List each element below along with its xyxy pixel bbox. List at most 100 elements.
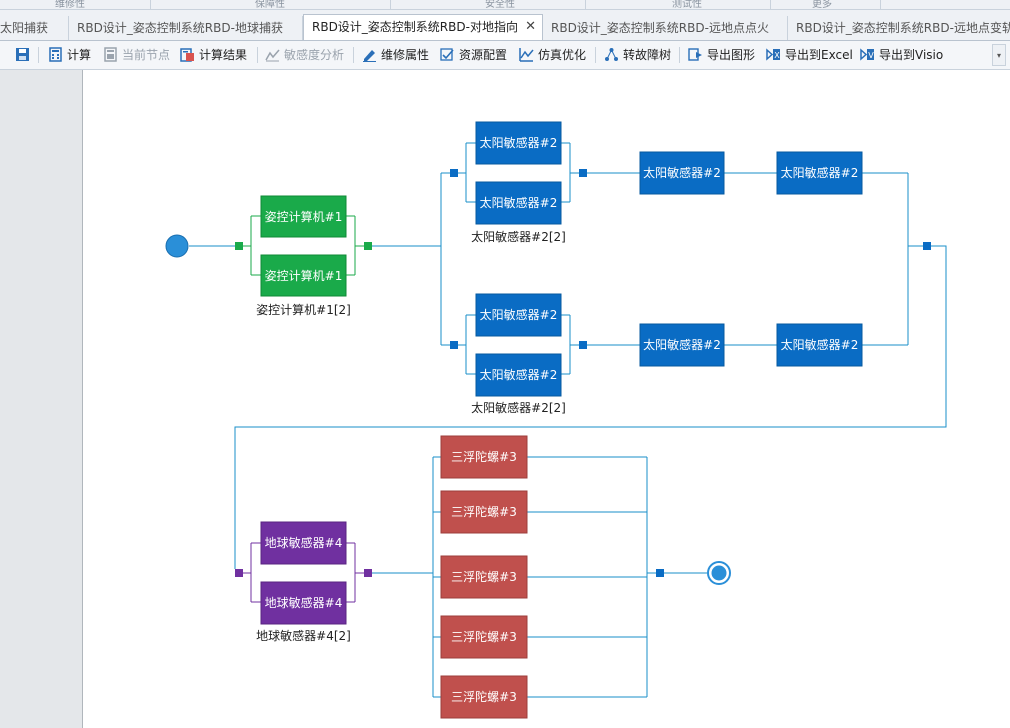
sensitivity-chart-icon (265, 49, 280, 62)
ribbon-group-safety[interactable]: 安全性 (485, 0, 515, 10)
block-label: 姿控计算机#1 (265, 268, 343, 283)
block-label: 姿控计算机#1 (265, 209, 343, 224)
junction-node[interactable] (450, 169, 458, 177)
block-label: 三浮陀螺#3 (451, 629, 517, 644)
document-tab-bar: 太阳捕获 RBD设计_姿态控制系统RBD-地球捕获 RBD设计_姿态控制系统RB… (0, 10, 1010, 41)
junction-node[interactable] (364, 569, 372, 577)
toolbar-separator (679, 47, 680, 63)
tab-earth-pointing[interactable]: RBD设计_姿态控制系统RBD-对地指向 ✕ (303, 14, 543, 40)
earth-sensor-block[interactable] (260, 521, 347, 565)
calculate-button[interactable]: 计算 (67, 48, 92, 62)
simulation-optimize-button[interactable]: 仿真优化 (538, 48, 587, 62)
block-label: 太阳敏感器#2 (480, 195, 558, 210)
toolbar-separator (257, 47, 258, 63)
junction-node[interactable] (579, 169, 587, 177)
computer-block[interactable] (260, 195, 347, 238)
junction-node[interactable] (235, 242, 243, 250)
block-label: 三浮陀螺#3 (451, 449, 517, 464)
close-icon[interactable]: ✕ (525, 19, 536, 34)
toolbar-overflow-dropdown[interactable]: ▾ (992, 44, 1006, 66)
ribbon-group-more[interactable]: 更多 (812, 0, 832, 10)
gyro-block[interactable] (440, 675, 528, 719)
fault-tree-button[interactable]: 转故障树 (623, 48, 672, 62)
junction-node[interactable] (450, 341, 458, 349)
block-label: 太阳敏感器#2 (781, 165, 859, 180)
junction-node[interactable] (579, 341, 587, 349)
sun-sensor-block[interactable] (776, 151, 863, 195)
block-label: 太阳敏感器#2 (643, 337, 721, 352)
export-visio-button[interactable]: 导出到Visio (879, 48, 944, 62)
sun-sensor-block[interactable] (475, 181, 562, 225)
block-label: 地球敏感器#4 (265, 595, 343, 610)
block-label: 地球敏感器#4 (265, 535, 343, 550)
ribbon-group-maintainability[interactable]: 维修性 (55, 0, 85, 10)
calc-result-button[interactable]: 计算结果 (199, 48, 248, 62)
tab-apogee-orbit-change[interactable]: RBD设计_姿态控制系统RBD-远地点变轨 (788, 16, 1010, 40)
junction-node[interactable] (364, 242, 372, 250)
ribbon-group-supportability[interactable]: 保障性 (255, 0, 285, 10)
block-label: 三浮陀螺#3 (451, 504, 517, 519)
sun-sensor-block[interactable] (475, 293, 562, 337)
tab-label: RBD设计_姿态控制系统RBD-对地指向 (312, 20, 518, 34)
resource-config-button[interactable]: 资源配置 (459, 48, 508, 62)
left-panel (0, 70, 83, 728)
svg-text:V: V (868, 51, 874, 60)
junction-node[interactable] (656, 569, 664, 577)
junction-node[interactable] (923, 242, 931, 250)
sensitivity-button[interactable]: 敏感度分析 (284, 48, 345, 62)
ribbon-group-testability[interactable]: 测试性 (672, 0, 702, 10)
tab-sun-capture[interactable]: 太阳捕获 (0, 16, 69, 40)
sun-sensor-block[interactable] (639, 323, 725, 367)
block-label: 太阳敏感器#2 (781, 337, 859, 352)
block-label: 太阳敏感器#2 (480, 307, 558, 322)
computer-block[interactable] (260, 254, 347, 297)
ribbon-separator (770, 0, 771, 9)
gyro-block[interactable] (440, 615, 528, 659)
sun-sensor-block[interactable] (475, 353, 562, 397)
calculator-icon (49, 47, 62, 62)
junction-node[interactable] (235, 569, 243, 577)
tab-earth-capture[interactable]: RBD设计_姿态控制系统RBD-地球捕获 (69, 16, 303, 40)
ribbon-separator (390, 0, 391, 9)
export-excel-button[interactable]: 导出到Excel (785, 48, 853, 62)
gyro-block[interactable] (440, 435, 528, 479)
start-node[interactable] (165, 234, 189, 258)
block-label: 太阳敏感器#2 (480, 135, 558, 150)
svg-text:X: X (774, 51, 780, 60)
sun-sensor-block[interactable] (776, 323, 863, 367)
sun-sensor-block[interactable] (475, 121, 562, 165)
gyro-block[interactable] (440, 555, 528, 599)
tab-label: RBD设计_姿态控制系统RBD-远地点点火 (551, 21, 769, 35)
save-icon[interactable] (15, 47, 30, 62)
toolbar-separator (353, 47, 354, 63)
export-graphic-icon (688, 48, 702, 61)
tab-apogee-ignition[interactable]: RBD设计_姿态控制系统RBD-远地点点火 (543, 16, 788, 40)
export-excel-icon: X (766, 48, 780, 61)
toolbar-separator (38, 47, 39, 63)
tab-label: RBD设计_姿态控制系统RBD-远地点变轨 (796, 21, 1010, 35)
group-label: 姿控计算机#1[2] (256, 302, 351, 317)
sun-sensor-block[interactable] (639, 151, 725, 195)
toolbar: 计算 当前节点 计算结果 敏感度分析 维修属性 资源配置 仿真优化 转故障树 导… (0, 41, 1010, 70)
current-node-icon (104, 47, 117, 62)
simulation-chart-icon (519, 48, 534, 62)
ribbon-separator (585, 0, 586, 9)
earth-sensor-block[interactable] (260, 581, 347, 625)
maintenance-attr-button[interactable]: 维修属性 (381, 48, 430, 62)
resource-config-icon (440, 48, 454, 61)
gyro-block[interactable] (440, 490, 528, 534)
tab-label: RBD设计_姿态控制系统RBD-地球捕获 (77, 21, 283, 35)
fault-tree-icon (605, 48, 618, 61)
current-node-button[interactable]: 当前节点 (122, 48, 171, 62)
ribbon-group-strip: 维修性 保障性 安全性 测试性 更多 (0, 0, 1010, 10)
group-label: 地球敏感器#4[2] (256, 628, 351, 643)
end-node-center (711, 565, 727, 581)
export-graphic-button[interactable]: 导出图形 (707, 48, 756, 62)
block-label: 三浮陀螺#3 (451, 689, 517, 704)
export-visio-icon: V (860, 48, 874, 61)
group-label: 太阳敏感器#2[2] (471, 400, 566, 415)
block-label: 三浮陀螺#3 (451, 569, 517, 584)
calc-result-icon (180, 48, 194, 62)
ribbon-separator (150, 0, 151, 9)
pencil-icon (363, 50, 376, 62)
